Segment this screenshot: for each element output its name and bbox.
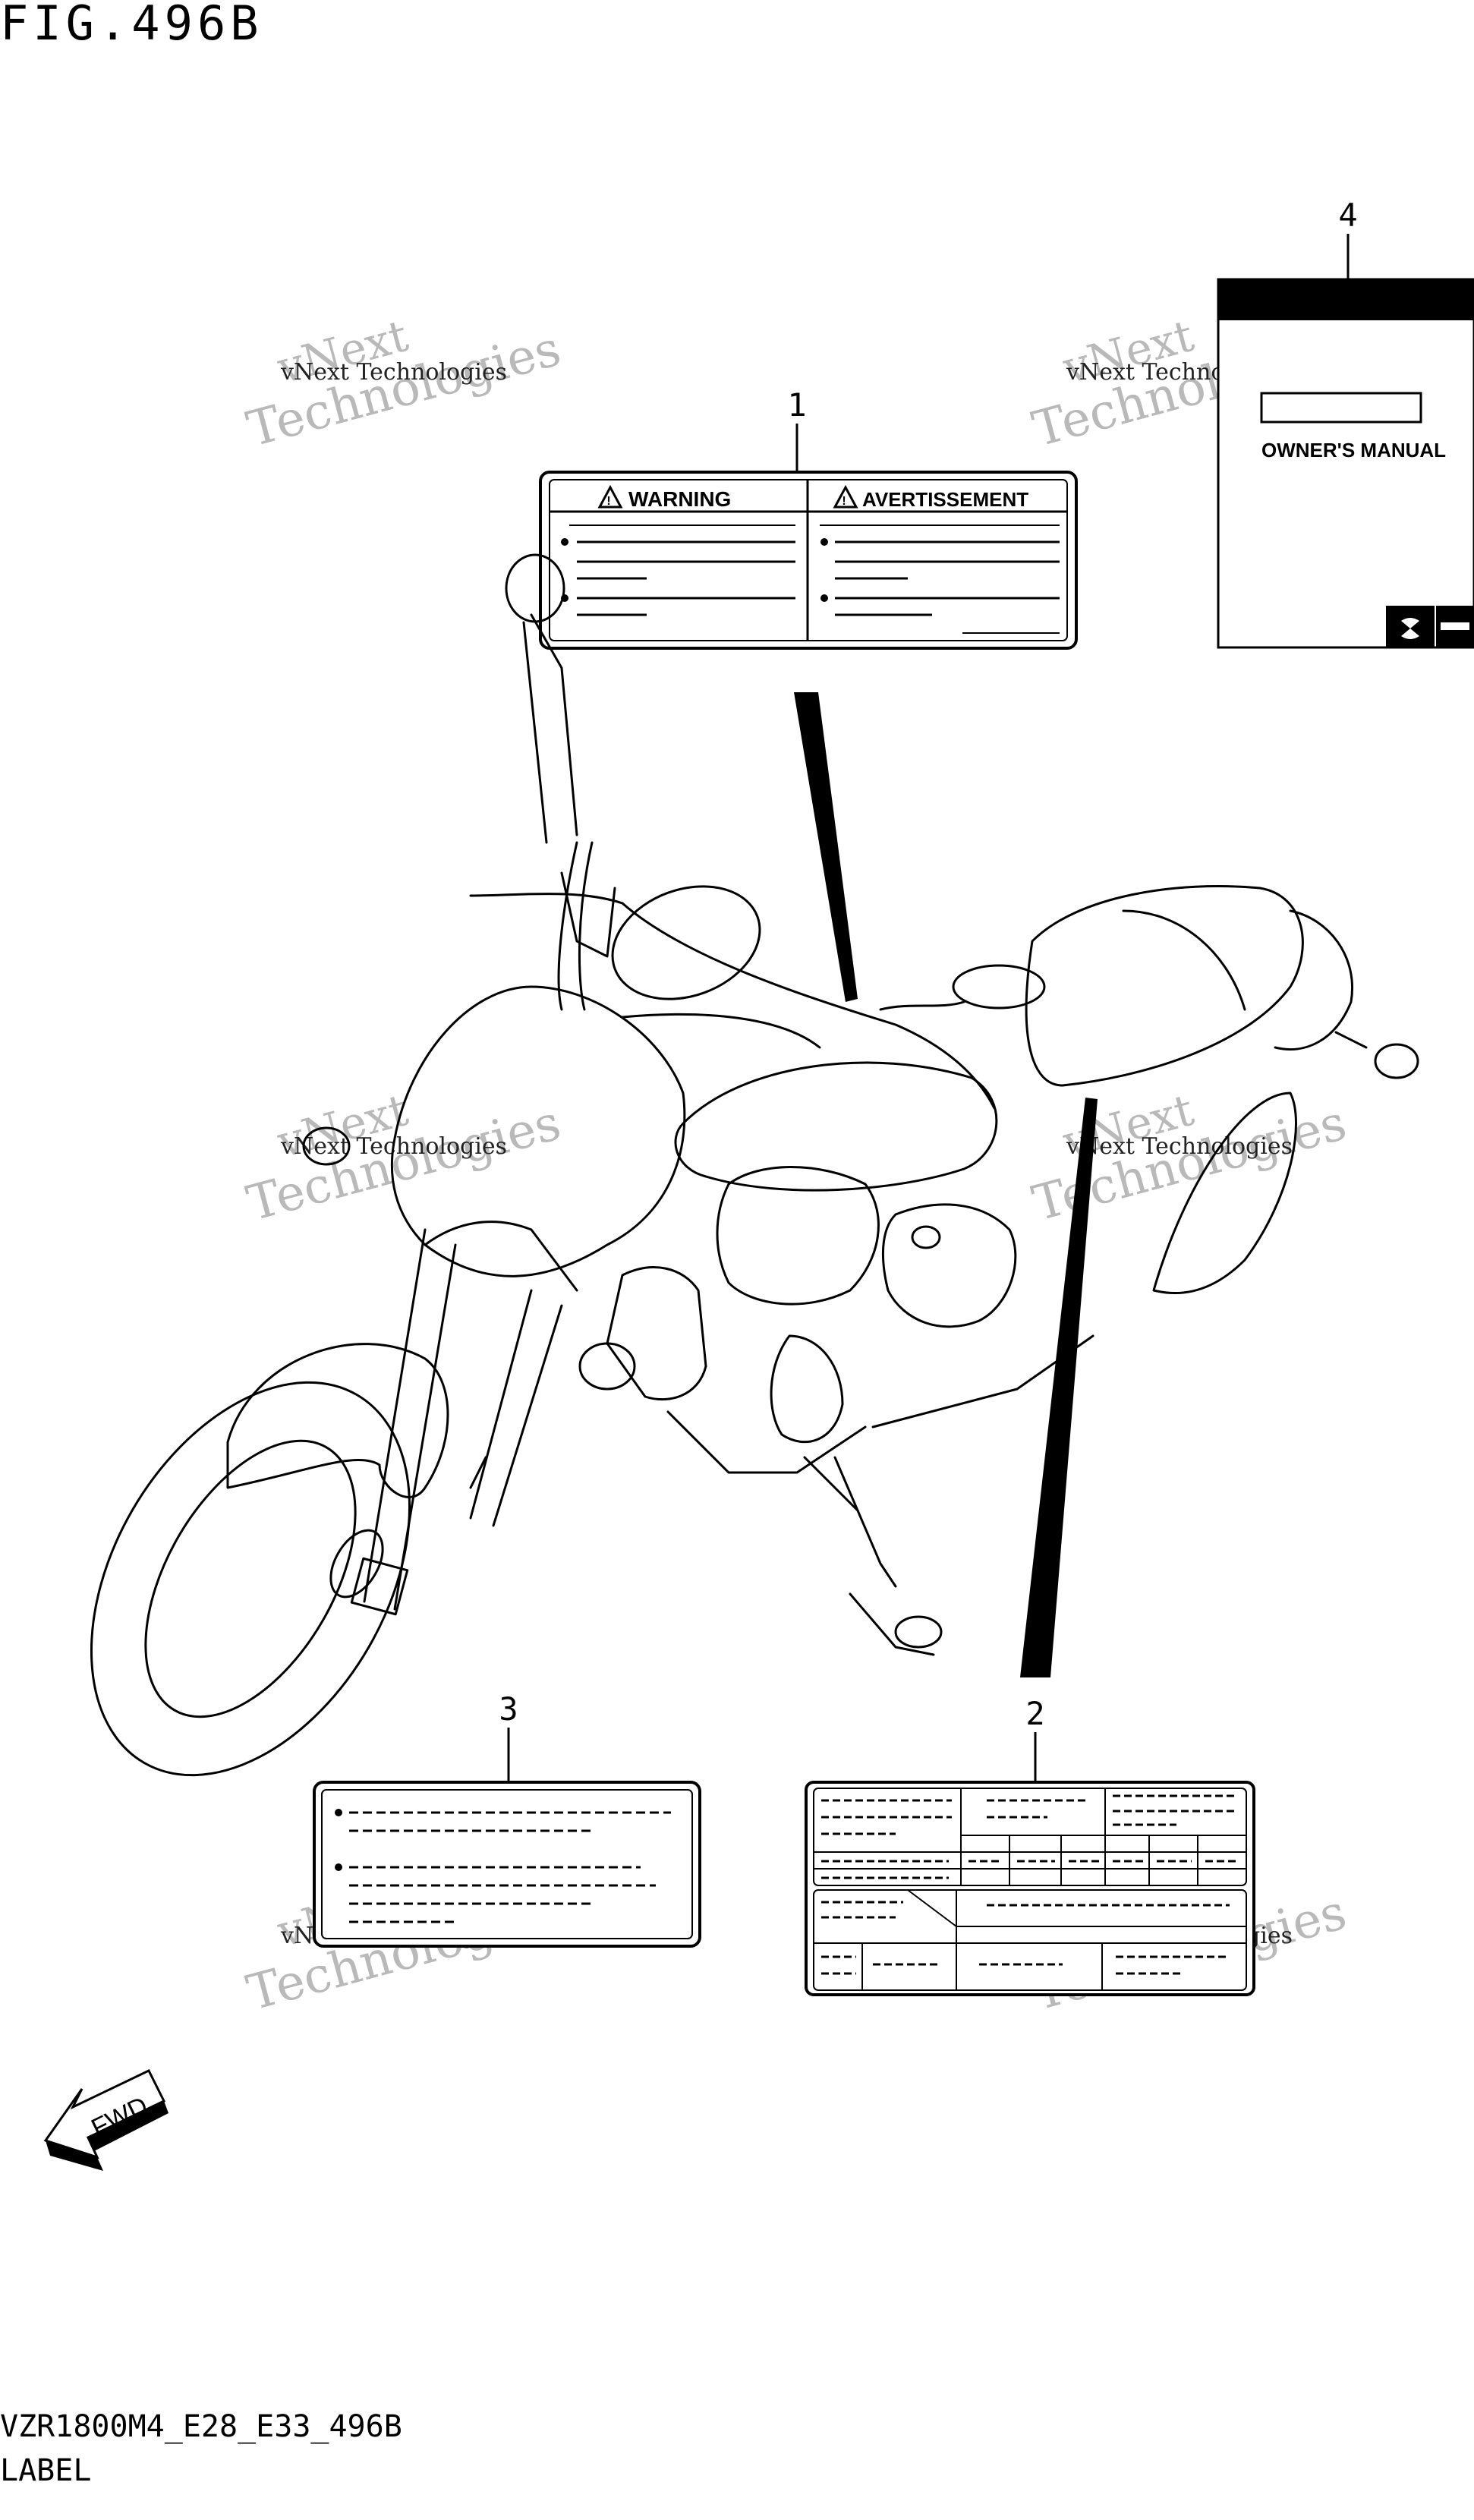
svg-text:!: ! — [842, 495, 846, 508]
motorcycle-drawing — [90, 553, 1419, 1777]
watermark-3: vNext Technologies vNext Technologies — [241, 1084, 566, 1233]
part-2-spec-label: 2 — [805, 1695, 1255, 1996]
part-3-info-label: 3 — [313, 1690, 701, 1948]
fwd-arrow-icon: FWD — [43, 2069, 169, 2171]
warning-triangle-icon — [597, 484, 623, 509]
part-4-owners-manual: 4 OWNER'S MANUAL — [1217, 197, 1474, 649]
callout-2: 2 — [1025, 1695, 1044, 1732]
warning-heading: WARNING — [628, 487, 731, 511]
callout-1: 1 — [787, 386, 806, 424]
svg-text:vNext Technologies: vNext Technologies — [280, 359, 507, 386]
leader-wedge-part-1 — [794, 692, 858, 1002]
avertissement-heading: AVERTISSEMENT — [862, 488, 1028, 511]
warning-triangle-icon — [833, 484, 858, 509]
svg-text:vNext Technologies: vNext Technologies — [1066, 1133, 1293, 1160]
callout-3: 3 — [499, 1690, 518, 1728]
callout-4: 4 — [1338, 197, 1357, 234]
watermark-1: vNext Technologies vNext Technologies — [241, 310, 566, 458]
figure-label: LABEL — [0, 2453, 92, 2488]
suzuki-logo-icon — [1401, 618, 1419, 639]
svg-text:!: ! — [606, 495, 610, 508]
figure-code: VZR1800M4_E28_E33_496B — [0, 2409, 402, 2444]
figure-title: FIG.496B — [0, 0, 263, 51]
part-1-warning-label: 1 ! WARNING ! AVERTISSEMENT — [539, 386, 1078, 650]
leader-wedge-part-2 — [1020, 1098, 1098, 1677]
watermark-4: vNext Technologies vNext Technologies — [1027, 1084, 1352, 1233]
manual-title: OWNER'S MANUAL — [1261, 439, 1446, 461]
